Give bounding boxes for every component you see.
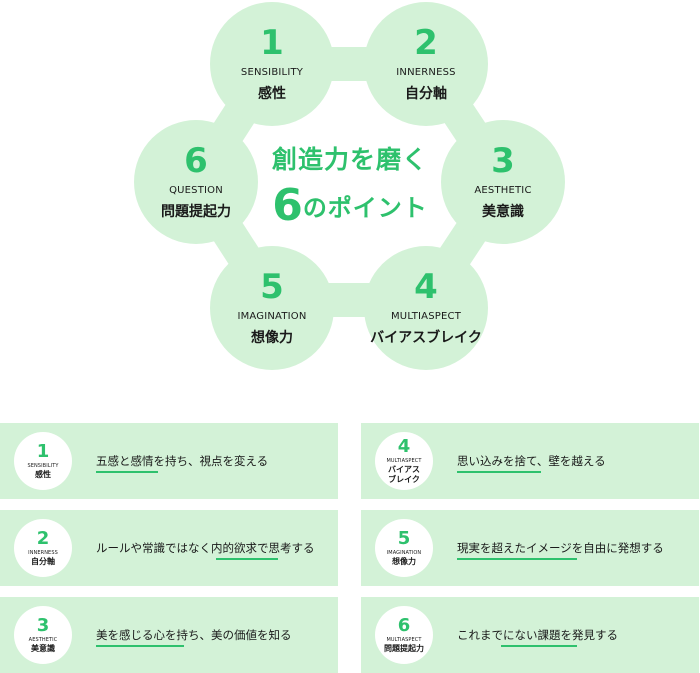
node-japanese-label: 問題提起力	[161, 204, 231, 220]
point-card-5: 5 IMAGINATION 想像力 現実を超えたイメージを自由に発想する	[361, 510, 699, 586]
node-english-label: IMAGINATION	[237, 311, 307, 322]
card-badge: 4 MULTIASPECT バイアス ブレイク	[375, 432, 433, 490]
card-english-label: MULTIASPECT	[386, 457, 422, 464]
node-japanese-label: 感性	[258, 86, 286, 102]
card-number: 5	[397, 527, 411, 549]
highlight-underline	[457, 471, 541, 473]
card-badge: 3 AESTHETIC 美意識	[14, 606, 72, 664]
card-description: 美を感じる心を持ち、美の価値を知る	[96, 628, 292, 642]
card-badge: 5 IMAGINATION 想像力	[375, 519, 433, 577]
node-english-label: SENSIBILITY	[240, 67, 304, 78]
card-japanese-label: バイアス ブレイク	[388, 464, 420, 484]
six-points-diagram: 1 SENSIBILITY 感性 2 INNERNESS 自分軸 3 AESTH…	[134, 2, 565, 370]
diagram-node-5: 5 IMAGINATION 想像力	[210, 246, 334, 370]
card-description: 思い込みを捨て、壁を越える	[457, 454, 606, 468]
card-number: 2	[36, 527, 50, 549]
title-number: 6	[272, 180, 303, 231]
card-number: 3	[36, 614, 50, 636]
node-english-label: INNERNESS	[396, 67, 456, 78]
node-japanese-label: バイアスブレイク	[370, 330, 482, 346]
card-english-label: INNERNESS	[28, 549, 58, 556]
node-japanese-label: 美意識	[482, 204, 524, 220]
highlight-underline	[96, 471, 158, 473]
node-japanese-label: 自分軸	[405, 86, 447, 102]
diagram-node-3: 3 AESTHETIC 美意識	[441, 120, 565, 244]
node-japanese-label: 想像力	[251, 330, 293, 346]
point-card-4: 4 MULTIASPECT バイアス ブレイク 思い込みを捨て、壁を越える	[361, 423, 699, 499]
card-number: 1	[36, 440, 50, 462]
card-description: これまでにない課題を発見する	[457, 628, 618, 642]
point-card-2: 2 INNERNESS 自分軸 ルールや常識ではなく内的欲求で思考する	[0, 510, 338, 586]
point-card-6: 6 MULTIASPECT 問題提起力 これまでにない課題を発見する	[361, 597, 699, 673]
node-number: 5	[260, 267, 284, 307]
card-english-label: SENSIBILITY	[27, 462, 59, 469]
node-english-label: MULTIASPECT	[390, 311, 462, 322]
card-badge: 6 MULTIASPECT 問題提起力	[375, 606, 433, 664]
node-number: 1	[260, 23, 284, 63]
highlight-underline	[501, 645, 577, 647]
card-description: 五感と感情を持ち、視点を変える	[96, 454, 269, 468]
diagram-node-4: 4 MULTIASPECT バイアスブレイク	[364, 246, 488, 370]
node-number: 3	[491, 141, 515, 181]
card-japanese-label: 自分軸	[31, 556, 55, 566]
diagram-node-1: 1 SENSIBILITY 感性	[210, 2, 334, 126]
highlight-underline	[96, 645, 184, 647]
title-suffix: のポイント	[302, 194, 428, 222]
diagram-node-6: 6 QUESTION 問題提起力	[134, 120, 258, 244]
card-english-label: AESTHETIC	[28, 636, 58, 643]
point-card-1: 1 SENSIBILITY 感性 五感と感情を持ち、視点を変える	[0, 423, 338, 499]
title-line-2: 6のポイント	[250, 180, 450, 231]
title-line-1: 創造力を磨く	[271, 145, 428, 174]
highlight-underline	[457, 558, 577, 560]
card-japanese-label: 感性	[35, 469, 51, 479]
card-badge: 1 SENSIBILITY 感性	[14, 432, 72, 490]
diagram-node-2: 2 INNERNESS 自分軸	[364, 2, 488, 126]
card-number: 4	[397, 435, 411, 457]
node-number: 2	[414, 23, 438, 63]
card-japanese-label: 問題提起力	[384, 643, 424, 653]
card-description: 現実を超えたイメージを自由に発想する	[457, 541, 664, 555]
card-number: 6	[397, 614, 411, 636]
card-japanese-label: 美意識	[31, 643, 55, 653]
diagram-title: 創造力を磨く 6のポイント	[250, 140, 450, 231]
node-number: 4	[414, 267, 438, 307]
node-english-label: QUESTION	[169, 185, 223, 196]
card-description: ルールや常識ではなく内的欲求で思考する	[96, 541, 315, 555]
point-card-3: 3 AESTHETIC 美意識 美を感じる心を持ち、美の価値を知る	[0, 597, 338, 673]
card-badge: 2 INNERNESS 自分軸	[14, 519, 72, 577]
node-english-label: AESTHETIC	[474, 185, 532, 196]
card-english-label: IMAGINATION	[386, 549, 422, 556]
card-japanese-label: 想像力	[392, 556, 416, 566]
node-number: 6	[184, 141, 208, 181]
card-english-label: MULTIASPECT	[386, 636, 422, 643]
highlight-underline	[216, 558, 278, 560]
